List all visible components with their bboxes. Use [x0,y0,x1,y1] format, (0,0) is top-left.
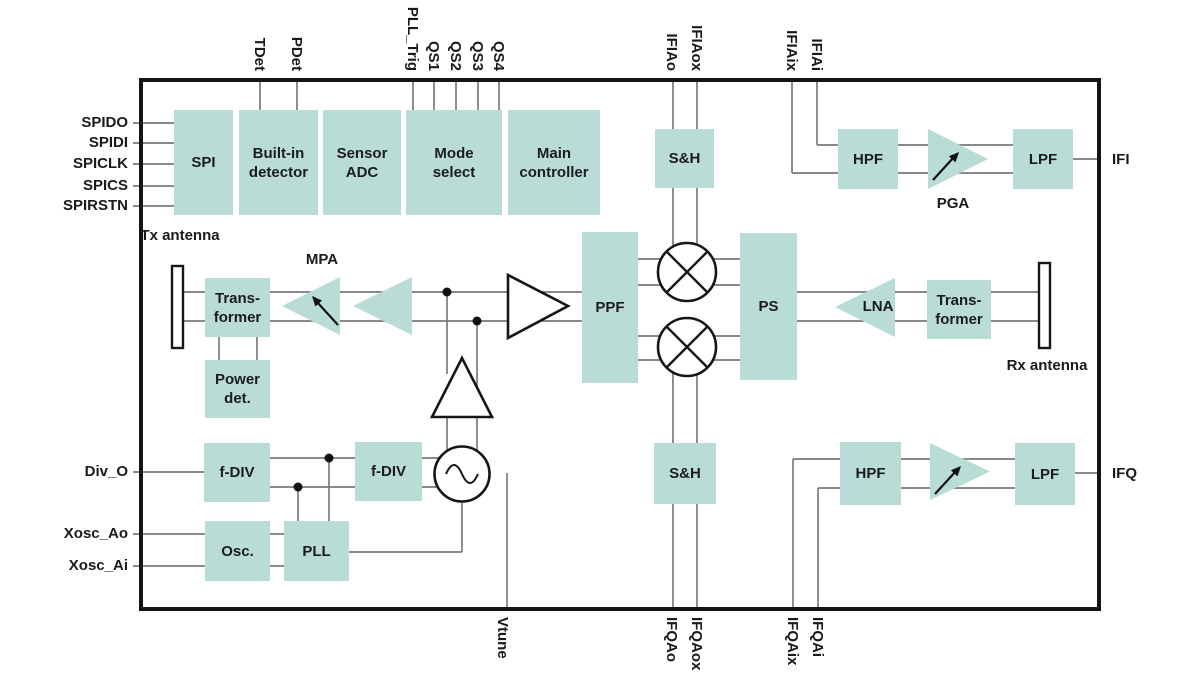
block-sensor-adc: Sensor ADC [323,110,401,215]
mixer-bottom-icon [656,316,718,378]
block-lpf-bottom: LPF [1015,443,1075,505]
block-built-in-detector: Built-in detector [239,110,318,215]
pin-pll-trig: PLL_Trig [404,6,421,71]
pin-div-o: Div_O [84,463,128,480]
pin-ifiai: IFIAi [808,38,825,72]
pin-qs1: QS1 [425,40,442,71]
block-sensor-adc-label: Sensor ADC [336,144,388,181]
pin-ifq: IFQ [1112,465,1137,482]
block-sh-bottom: S&H [654,443,716,504]
block-main-controller: Main controller [508,110,600,215]
tx-antenna-label: Tx antenna [140,227,220,244]
block-ps: PS [740,233,797,380]
pin-spics: SPICS [82,177,128,194]
block-spi: SPI [174,110,233,215]
block-pll-label: PLL [302,542,331,560]
pga-bottom-amplifier-icon [930,443,990,500]
block-ps-label: PS [758,298,779,315]
lna-amplifier-icon [835,278,895,337]
pin-spidi: SPIDI [88,134,128,151]
pga-top-amplifier-icon [928,129,988,189]
pin-spiclk: SPICLK [72,155,128,172]
pin-qs2: QS2 [447,40,464,71]
block-osc: Osc. [205,521,270,581]
pin-xosc-ai: Xosc_Ai [68,557,128,574]
pin-ifqaox: IFQAox [688,617,705,671]
tx-antenna-icon [170,264,185,350]
block-lpf-top-label: LPF [1028,150,1058,168]
chip-boundary [139,78,1101,611]
pin-ifi: IFI [1112,151,1130,168]
block-hpf-bottom-label: HPF [855,465,886,482]
pin-qs4: QS4 [490,40,507,71]
pin-qs3: QS3 [469,40,486,71]
tx-amplifier-icon [353,277,412,335]
mpa-label: MPA [305,251,339,268]
pin-ifiao: IFIAo [663,33,680,72]
pin-ifqaix: IFQAix [784,617,801,666]
block-lpf-bottom-label: LPF [1030,465,1060,483]
block-mode-select: Mode select [406,110,502,215]
pin-spido: SPIDO [81,114,128,131]
block-fdiv-right: f-DIV [355,442,422,501]
block-sh-bottom-label: S&H [669,465,701,482]
block-hpf-top: HPF [838,129,898,189]
block-osc-label: Osc. [221,542,254,560]
pin-spirstn: SPIRSTN [62,197,128,214]
block-sh-top-label: S&H [668,150,701,167]
block-tx-transformer: Trans-former [205,278,270,337]
pin-ifqao: IFQAo [663,617,680,662]
pin-ifiaox: IFIAox [688,25,705,71]
lo-buffer-amplifier-icon [429,355,495,419]
junction-dots [293,287,482,492]
block-spi-label: SPI [191,154,216,171]
pga-label: PGA [936,195,970,212]
block-mode-select-label: Mode select [432,144,476,181]
mpa-amplifier-icon [282,277,340,335]
pa-amplifier-icon [506,272,571,341]
block-fdiv-left: f-DIV [204,443,270,502]
pin-ifiaix: IFIAix [783,30,800,71]
mixer-top-icon [656,241,718,303]
pin-tdet: TDet [251,37,268,71]
block-pll: PLL [284,521,349,581]
rx-antenna-icon [1037,261,1052,350]
block-ppf: PPF [582,232,638,383]
block-tx-transformer-label: Trans-former [213,289,262,326]
lna-label: LNA [862,298,894,315]
vco-oscillator-icon [433,445,491,503]
block-fdiv-left-label: f-DIV [219,464,255,481]
pin-vtune: Vtune [494,617,511,659]
block-rx-transformer-label: Trans-former [935,291,983,328]
block-hpf-top-label: HPF [853,150,883,168]
block-ppf-label: PPF [595,299,625,316]
pin-pdet: PDet [288,36,305,71]
block-hpf-bottom: HPF [840,442,901,505]
pin-ifqai: IFQAi [809,617,826,657]
block-sh-top: S&H [655,129,714,188]
rx-antenna-label: Rx antenna [1006,357,1088,374]
block-main-controller-label: Main controller [519,144,589,181]
block-rx-transformer: Trans-former [927,280,991,339]
block-built-in-detector-label: Built-in detector [248,144,309,181]
gain-arrows [312,152,961,495]
block-fdiv-right-label: f-DIV [371,463,406,480]
pin-xosc-ao: Xosc_Ao [63,525,128,542]
block-lpf-top: LPF [1013,129,1073,189]
